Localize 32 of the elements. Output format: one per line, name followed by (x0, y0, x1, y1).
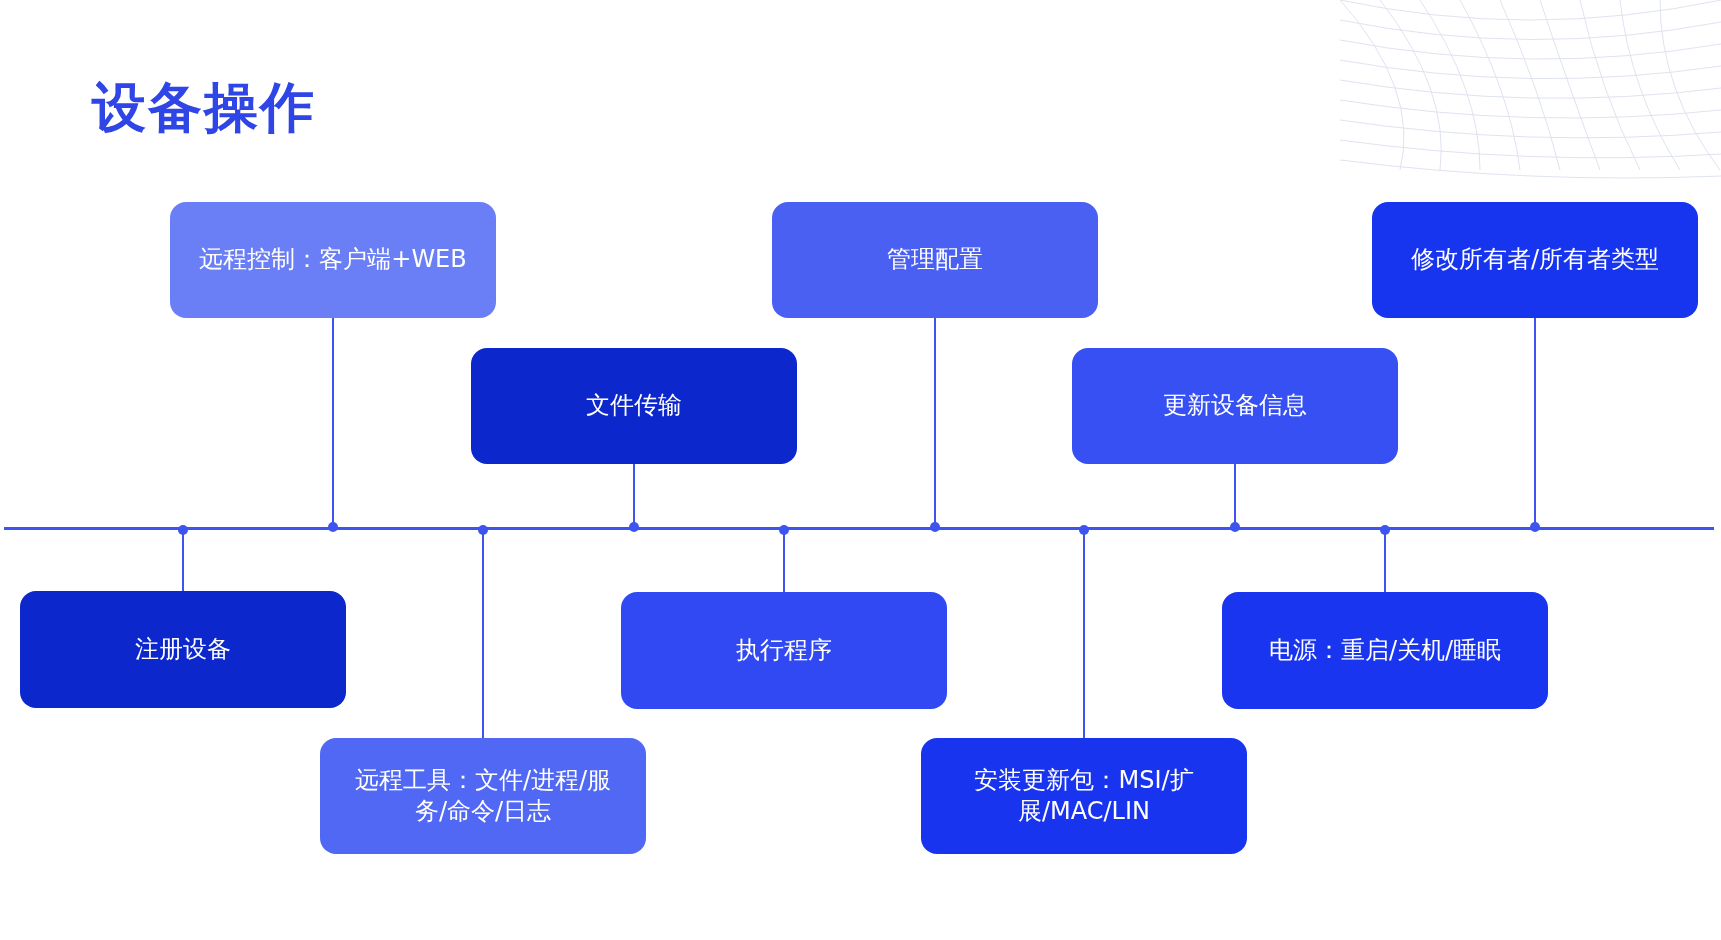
step-label: 远程工具：文件/进程/服务/命令/日志 (353, 764, 613, 827)
connector-line (178, 525, 188, 592)
step-label: 安装更新包：MSI/扩展/MAC/LIN (973, 764, 1195, 827)
timeline-bar (4, 527, 1714, 530)
step-box (1372, 202, 1698, 318)
step-label: 文件传输 (586, 390, 682, 422)
step-label: 执行程序 (736, 634, 832, 666)
page-title: 设备操作 (92, 75, 316, 141)
step-box (621, 592, 947, 709)
step-box (1072, 348, 1398, 464)
step-box (471, 348, 797, 464)
connector-line (779, 525, 789, 593)
connector-line (1230, 463, 1240, 532)
step-label: 注册设备 (135, 633, 231, 665)
connector-line (1079, 525, 1089, 739)
step-box (170, 202, 496, 318)
connector-line (1530, 317, 1540, 532)
step-label: 管理配置 (887, 244, 983, 276)
step-label: 修改所有者/所有者类型 (1410, 244, 1660, 276)
step-box (20, 591, 346, 708)
step-label: 电源：重启/关机/睡眠 (1268, 634, 1502, 666)
connector-line (1380, 525, 1390, 593)
connector-line (629, 463, 639, 532)
step-box (1222, 592, 1548, 709)
step-label: 更新设备信息 (1163, 390, 1307, 422)
step-box (772, 202, 1098, 318)
step-label: 远程控制：客户端+WEB (199, 244, 467, 276)
connector-line (328, 317, 338, 532)
connector-line (930, 317, 940, 532)
connector-line (478, 525, 488, 739)
step-box (320, 738, 646, 854)
step-box (921, 738, 1247, 854)
